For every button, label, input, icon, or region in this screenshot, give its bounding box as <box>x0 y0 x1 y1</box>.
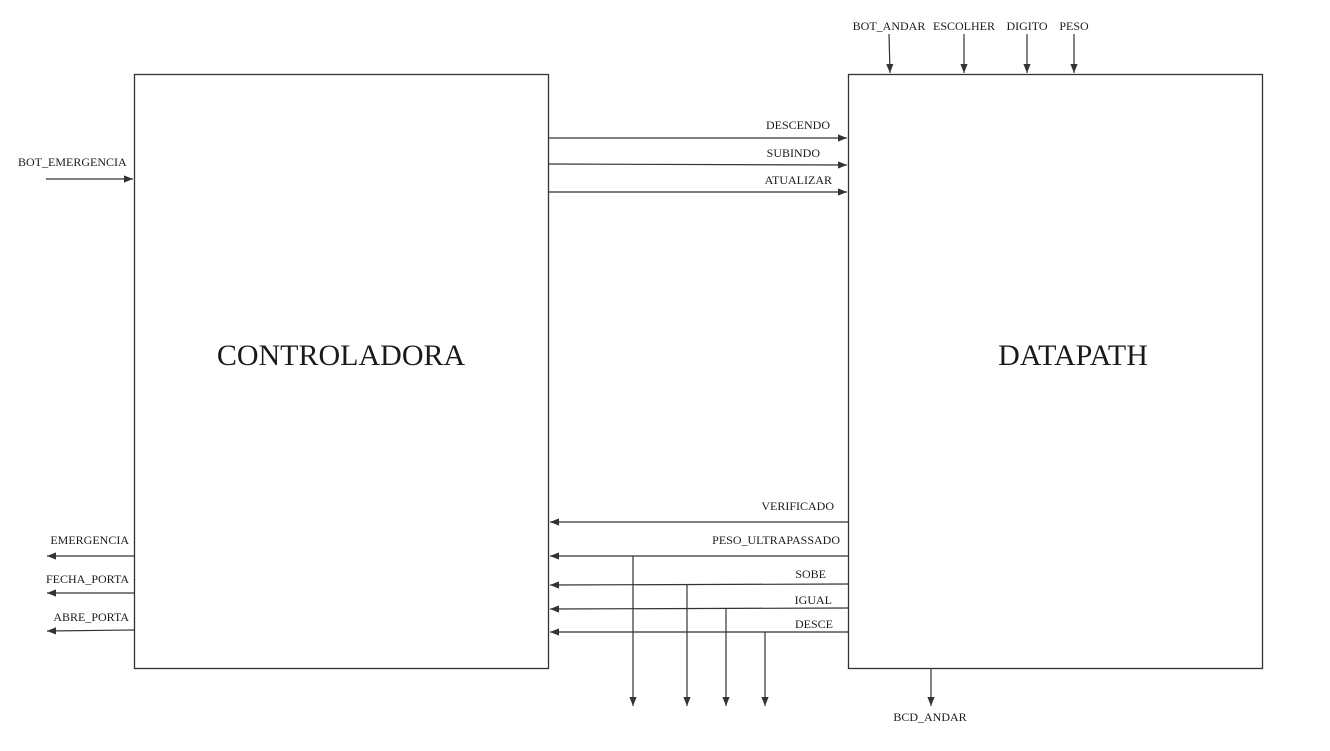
sobe-label: SOBE <box>795 567 826 581</box>
peso-ultrapassado-label: PESO_ULTRAPASSADO <box>712 533 840 547</box>
bot-andar-arrow <box>886 33 894 74</box>
subindo-arrow <box>548 161 848 169</box>
digito-label: DIGITO <box>1006 19 1047 33</box>
subindo-label: SUBINDO <box>767 146 821 160</box>
abre-porta-arrow <box>46 627 135 635</box>
atualizar-label: ATUALIZAR <box>765 173 832 187</box>
peso-label: PESO <box>1059 19 1089 33</box>
controller-block <box>133 73 550 670</box>
descendo-label: DESCENDO <box>766 118 830 132</box>
emergencia-label: EMERGENCIA <box>50 533 129 547</box>
datapath-block <box>847 73 1264 670</box>
igual-label: IGUAL <box>795 593 832 607</box>
bot-andar-label: BOT_ANDAR <box>853 19 926 33</box>
bcd-andar-label: BCD_ANDAR <box>893 710 966 724</box>
escolher-label: ESCOLHER <box>933 19 995 33</box>
sobe-arrow <box>549 581 849 589</box>
controller-title: CONTROLADORA <box>217 339 466 372</box>
desce-label: DESCE <box>795 617 833 631</box>
bot-emergencia-label: BOT_EMERGENCIA <box>18 155 127 169</box>
igual-arrow <box>549 605 849 613</box>
abre-porta-label: ABRE_PORTA <box>53 610 129 624</box>
verificado-label: VERIFICADO <box>761 499 834 513</box>
fecha-porta-label: FECHA_PORTA <box>46 572 129 586</box>
datapath-title: DATAPATH <box>998 339 1148 372</box>
